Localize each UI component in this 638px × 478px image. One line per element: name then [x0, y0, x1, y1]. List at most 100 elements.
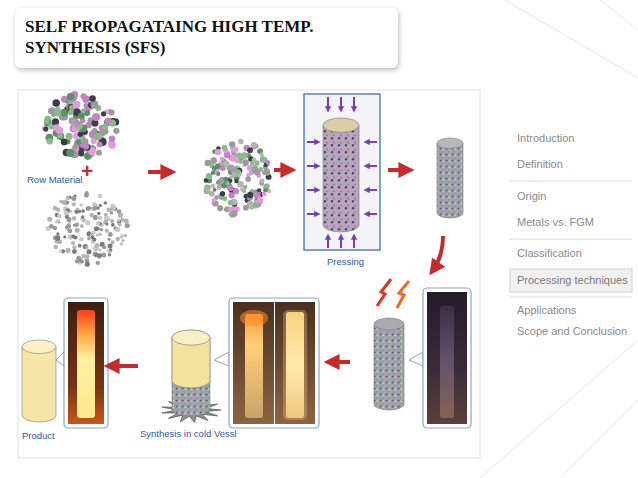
- powder-particle: [118, 222, 122, 226]
- powder-particle: [47, 217, 52, 222]
- powder-particle: [108, 141, 116, 149]
- powder-particle: [93, 215, 98, 220]
- stage-caption: Row Material: [27, 174, 82, 185]
- powder-particle: [59, 250, 62, 253]
- powder-particle: [206, 173, 212, 179]
- powder-particle: [68, 229, 73, 234]
- powder-particle: [92, 237, 96, 241]
- powder-particle: [251, 166, 258, 173]
- raw-powder-b: [46, 191, 130, 267]
- powder-particle: [236, 153, 242, 159]
- reacted-zone: [172, 330, 210, 388]
- powder-particle: [49, 224, 54, 229]
- photo-sample: [77, 310, 95, 418]
- powder-particle: [111, 240, 115, 244]
- powder-particle: [59, 200, 63, 204]
- powder-particle: [76, 256, 81, 261]
- pressure-arrow: [327, 97, 329, 110]
- powder-particle: [223, 161, 230, 168]
- powder-particle: [73, 144, 78, 149]
- powder-particle: [229, 141, 235, 147]
- powder-particle: [215, 149, 221, 155]
- powder-particle: [52, 99, 60, 107]
- powder-particle: [86, 206, 91, 211]
- process-arrow: [330, 360, 350, 364]
- pressure-arrow: [307, 213, 318, 215]
- pressure-arrow: [366, 141, 377, 143]
- process-stage: Product: [18, 288, 110, 444]
- process-stage: Pressing: [300, 92, 386, 272]
- powder-particle: [97, 212, 101, 216]
- powder-particle: [257, 188, 261, 192]
- cylinder-body: [172, 338, 210, 416]
- stage-caption: Synthesis in cold Vessl: [140, 428, 237, 439]
- powder-particle: [220, 191, 225, 196]
- powder-particle: [245, 177, 251, 183]
- cylinder-body: [374, 324, 404, 410]
- pressure-arrow: [307, 141, 318, 143]
- nav-separator: [510, 239, 632, 240]
- nav-item-active: Processing techniques: [517, 274, 628, 287]
- photo-product: [68, 302, 104, 424]
- powder-particle: [105, 222, 108, 225]
- raw-powder-a: [42, 91, 119, 160]
- powder-particle: [258, 167, 263, 172]
- pressure-arrow: [353, 97, 355, 110]
- stage-caption: Product: [22, 430, 55, 441]
- powder-particle: [97, 141, 103, 147]
- powder-particle: [76, 139, 81, 144]
- powder-particle: [103, 201, 107, 205]
- callout-pointer: [214, 352, 229, 366]
- powder-particle: [227, 185, 233, 191]
- powder-particle: [85, 220, 90, 225]
- powder-particle: [87, 206, 91, 210]
- powder-particle: [98, 216, 102, 220]
- callout-frame: [229, 298, 319, 428]
- powder-particle: [118, 213, 123, 218]
- powder-particle: [105, 229, 109, 233]
- powder-particle: [47, 138, 53, 144]
- callout-frame: [64, 298, 108, 428]
- powder-particle: [79, 203, 83, 207]
- powder-particle: [80, 93, 86, 99]
- powder-particle: [116, 237, 121, 242]
- powder-particle: [111, 223, 115, 227]
- powder-particle: [215, 163, 220, 168]
- powder-particle: [71, 119, 79, 127]
- powder-particle: [253, 202, 259, 208]
- powder-particle: [113, 128, 119, 134]
- process-arrow: [433, 236, 443, 270]
- cylinder-top: [172, 330, 210, 345]
- process-arrow: [110, 364, 138, 368]
- nav-item: Introduction: [517, 132, 574, 145]
- powder-particle: [108, 232, 113, 237]
- powder-particle: [55, 236, 60, 241]
- powder-particle: [92, 202, 96, 206]
- powder-particle: [121, 218, 125, 222]
- cylinder-body: [22, 347, 56, 422]
- powder-particle: [105, 118, 111, 124]
- callout-frame: [423, 288, 471, 428]
- powder-particle: [67, 93, 74, 100]
- powder-particle: [85, 246, 88, 249]
- powder-particle: [48, 108, 54, 114]
- powder-particle: [65, 215, 69, 219]
- powder-particle: [66, 149, 74, 157]
- nav-item: Scope and Conclusion: [517, 325, 627, 338]
- powder-particle: [98, 194, 102, 198]
- powder-particle: [55, 220, 58, 223]
- powder-particle: [61, 96, 67, 102]
- nav-separator: [510, 181, 632, 182]
- powder-particle: [63, 235, 66, 238]
- powder-particle: [75, 223, 79, 227]
- powder-particle: [83, 144, 89, 150]
- powder-particle: [66, 224, 71, 229]
- powder-particle: [124, 219, 128, 223]
- powder-particle: [65, 133, 72, 140]
- powder-particle: [68, 104, 74, 110]
- nav-separator: [510, 297, 632, 298]
- powder-particle: [109, 135, 115, 141]
- pressure-arrow: [366, 189, 377, 191]
